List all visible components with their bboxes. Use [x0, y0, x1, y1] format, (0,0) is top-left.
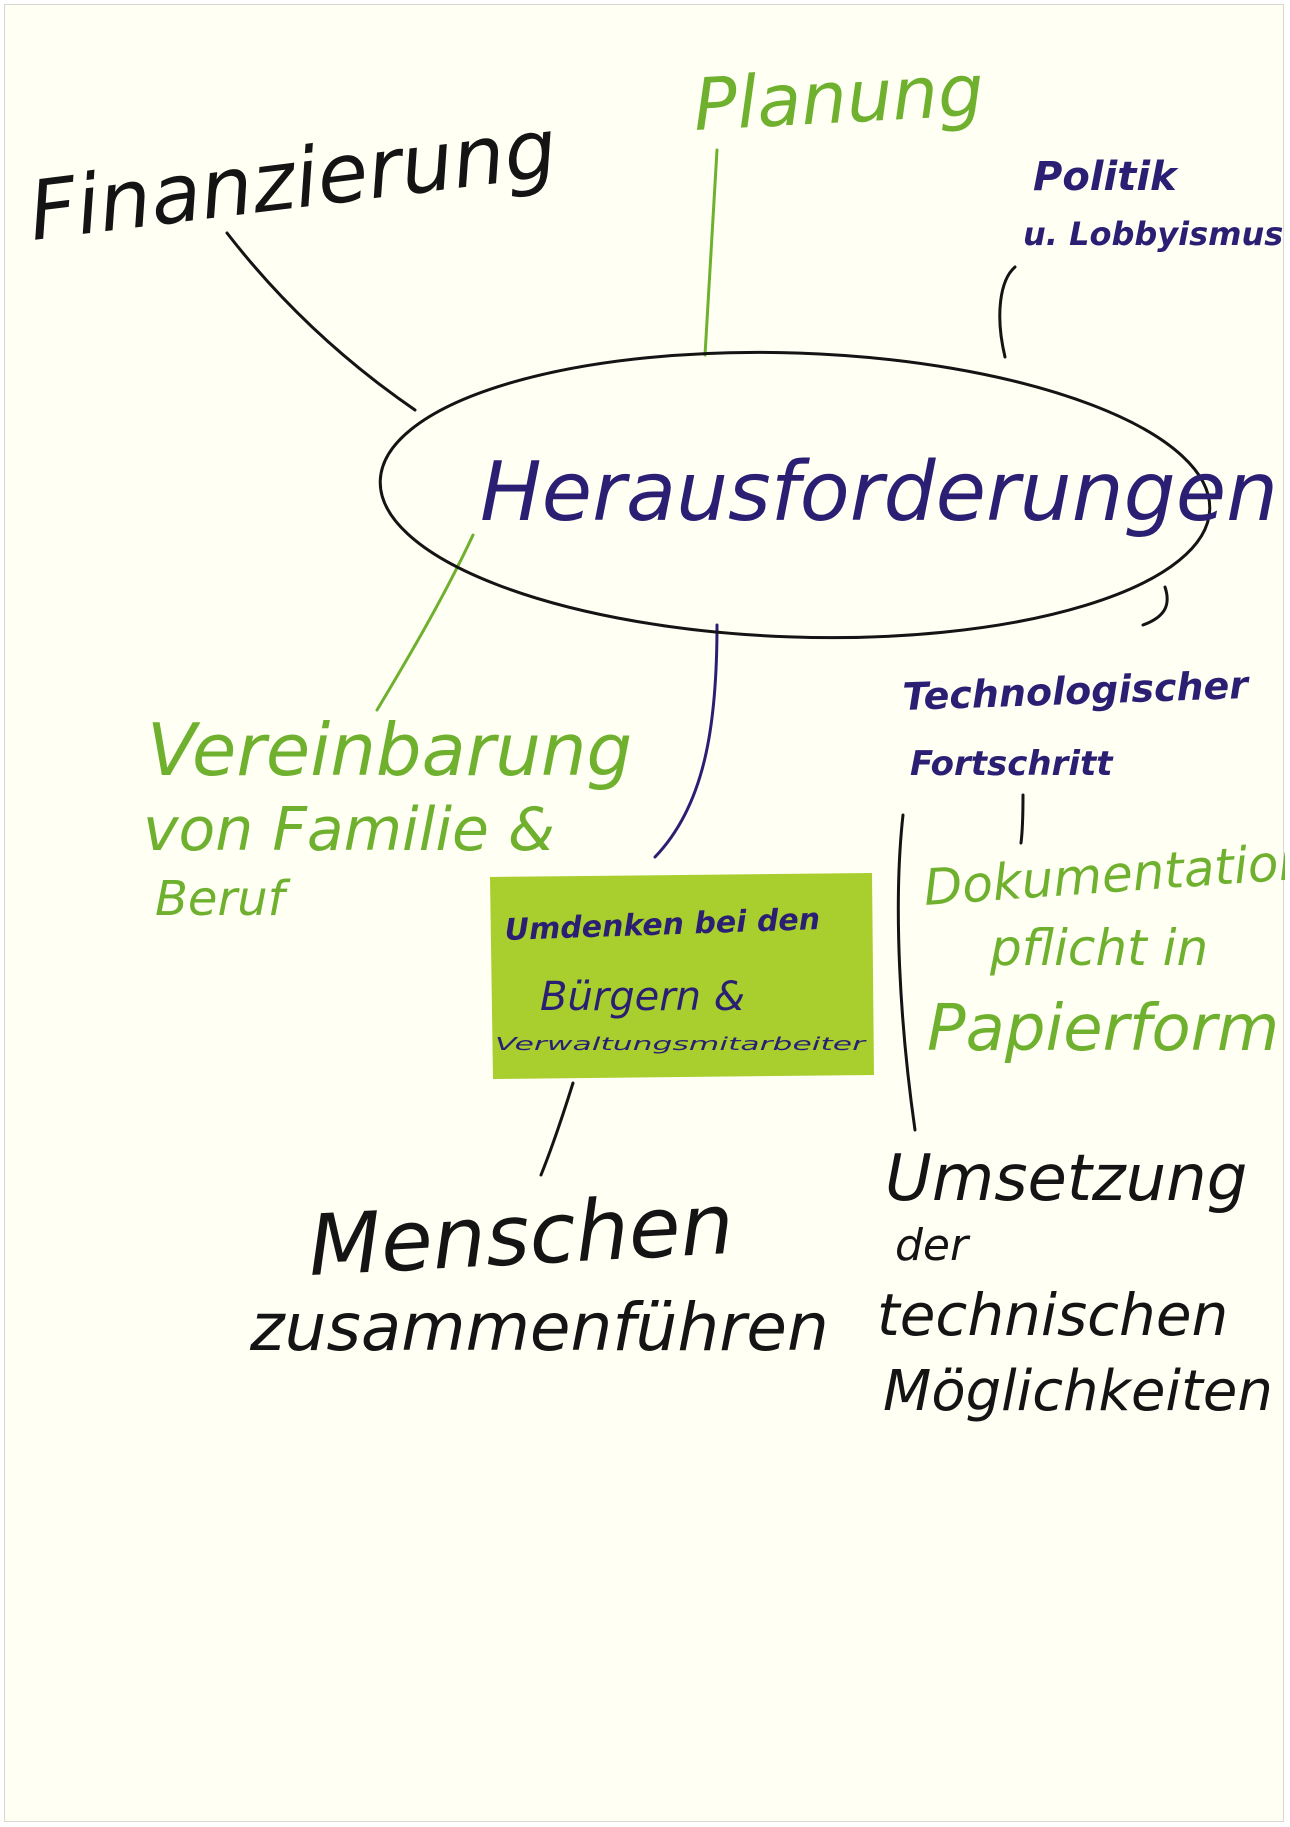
sticky-note: Umdenken bei den Bürgern & Verwaltungsmi… [490, 873, 874, 1079]
connector-politik [998, 265, 1017, 359]
center-ellipse [378, 350, 1212, 640]
node-dokumentation-line1: Dokumentations- [922, 829, 1285, 917]
node-menschen-line2: zusammenführen [249, 1289, 829, 1366]
node-umsetzung-line2: der [895, 1220, 971, 1271]
connector-technologischer [1141, 585, 1169, 627]
node-dokumentation-line3: Papierform [927, 992, 1279, 1066]
node-umsetzung-line4: Möglichkeiten [883, 1359, 1273, 1424]
node-technologischer-line1: Technologischer [902, 663, 1251, 719]
sticky-note-line3: Verwaltungsmitarbeiter [495, 1034, 868, 1055]
node-dokumentation-line2: pflicht in [989, 919, 1208, 977]
sticky-note-paper [490, 873, 874, 1079]
mindmap-canvas: Herausforderungen Finanzierung Planung P… [24, 48, 1285, 1424]
connector-umsetzung [896, 813, 917, 1132]
node-umsetzung-line1: Umsetzung [885, 1142, 1247, 1216]
connector-planung [703, 148, 719, 357]
connector-finanzierung [225, 231, 417, 412]
node-finanzierung: Finanzierung [24, 101, 562, 260]
connector-menschen [539, 1081, 575, 1177]
node-vereinbarung-line3: Beruf [155, 871, 291, 927]
sticky-note-line2: Bürgern & [540, 974, 745, 1020]
node-vereinbarung-line2: von Familie & [143, 795, 555, 865]
center-label: Herausforderungen [480, 445, 1278, 540]
node-vereinbarung-line1: Vereinbarung [147, 708, 632, 792]
node-umsetzung-line3: technischen [877, 1281, 1228, 1349]
node-menschen-line1: Menschen [306, 1175, 736, 1295]
connector-dokumentation [1019, 793, 1025, 845]
node-politik-line2: u. Lobbyismus [1023, 215, 1283, 253]
node-politik-line1: Politik [1033, 154, 1179, 200]
connector-umdenken [653, 623, 719, 859]
connector-vereinbarung [375, 533, 475, 712]
flipchart-sheet: Herausforderungen Finanzierung Planung P… [4, 4, 1285, 1822]
node-technologischer-line2: Fortschritt [910, 744, 1114, 784]
node-planung: Planung [691, 48, 985, 147]
